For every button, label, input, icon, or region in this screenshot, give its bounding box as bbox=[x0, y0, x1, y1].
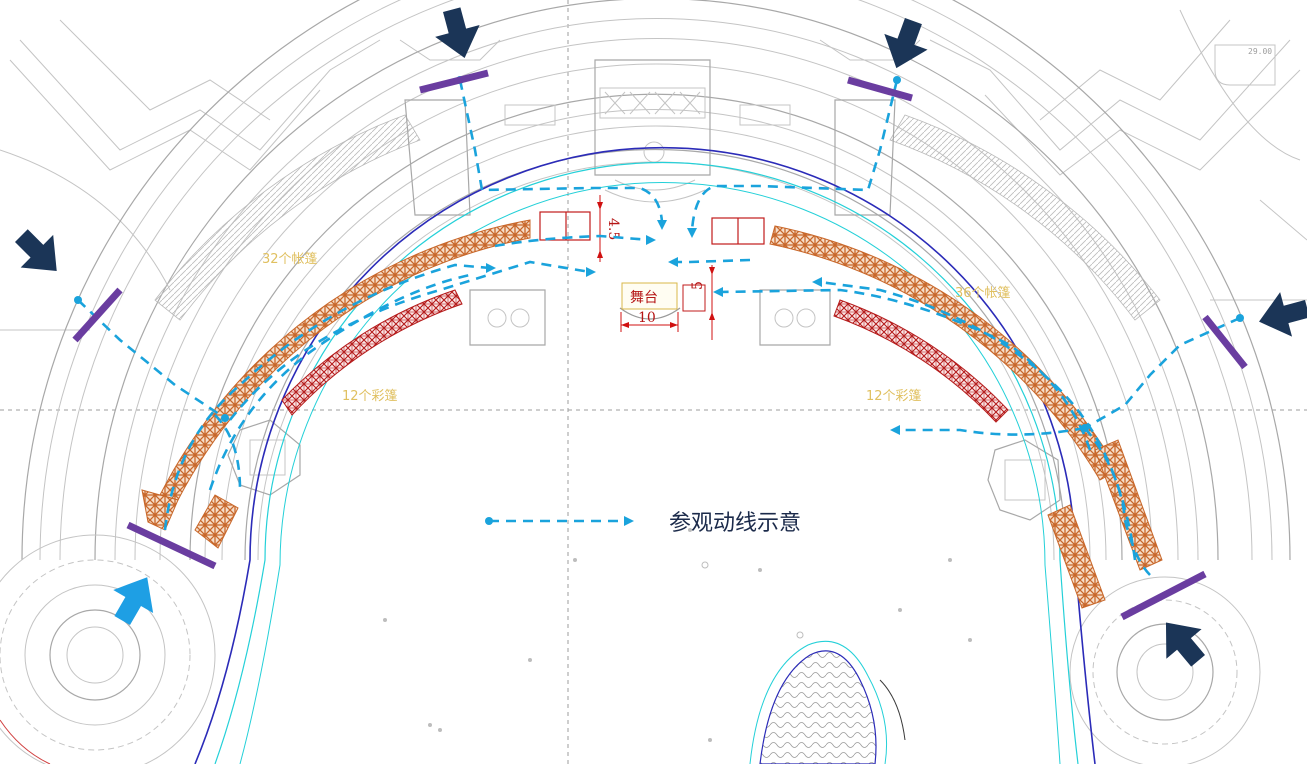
entry-arrow-icon bbox=[435, 7, 480, 58]
gate-bar-icon bbox=[1120, 570, 1207, 621]
tent-band-left-lower bbox=[141, 489, 179, 531]
canopy-band-left bbox=[281, 289, 463, 416]
canopies-left-label: 12个彩篷 bbox=[342, 389, 398, 404]
corner-elevation: 29.00 bbox=[1248, 47, 1272, 56]
island bbox=[749, 640, 906, 764]
stage-label-box bbox=[621, 282, 678, 310]
stage-area: 舞台 5 10 4.5 bbox=[597, 195, 715, 340]
entry-arrow-icon bbox=[1165, 622, 1205, 667]
legend: 参观动线示意 bbox=[485, 511, 801, 536]
gate-bar-icon bbox=[1202, 314, 1248, 370]
stage-label: 舞台 bbox=[630, 290, 658, 306]
gate-bar-icon bbox=[419, 69, 489, 94]
main-entry-arrow-icon bbox=[113, 577, 154, 625]
roundabouts bbox=[0, 534, 1261, 764]
tent-bands bbox=[141, 219, 1163, 609]
tent-band-right bbox=[769, 225, 1119, 481]
gate-bar-icon bbox=[847, 76, 913, 102]
lake-dots bbox=[383, 528, 972, 742]
dim-stage-depth: 5 bbox=[690, 281, 706, 290]
visitor-routes bbox=[77, 79, 1241, 576]
legend-route-label: 参观动线示意 bbox=[669, 511, 801, 536]
tents-left-label: 32个帐篷 bbox=[262, 252, 318, 267]
dim-stage-width: 10 bbox=[638, 310, 656, 326]
entry-arrow-icon bbox=[1259, 292, 1307, 337]
gate-bar-icon bbox=[72, 287, 123, 343]
central-building bbox=[594, 59, 711, 203]
route-arrowheads bbox=[486, 220, 900, 435]
plan-labels: 32个帐篷 36个帐篷 12个彩篷 12个彩篷 29.00 bbox=[262, 47, 1272, 404]
gates bbox=[72, 69, 1248, 621]
canopies-right-label: 12个彩篷 bbox=[866, 389, 922, 404]
tents-right-label: 36个帐篷 bbox=[955, 286, 1011, 301]
main-entry bbox=[113, 577, 154, 625]
gate-bar-icon bbox=[126, 521, 217, 570]
canopy-band-right bbox=[833, 299, 1009, 423]
legend-route-arrow-icon bbox=[624, 516, 634, 526]
booths bbox=[539, 211, 765, 245]
entry-arrows bbox=[15, 7, 1307, 667]
canopy-bands bbox=[281, 289, 1009, 423]
entry-arrow-icon bbox=[884, 18, 928, 69]
tent-block-right-1 bbox=[1047, 504, 1106, 609]
entry-arrow-icon bbox=[15, 229, 57, 271]
tent-block-left bbox=[194, 494, 239, 549]
dim-booth-depth: 4.5 bbox=[605, 218, 621, 240]
lake-edge bbox=[194, 146, 1096, 764]
terrace-steps bbox=[154, 104, 1161, 321]
